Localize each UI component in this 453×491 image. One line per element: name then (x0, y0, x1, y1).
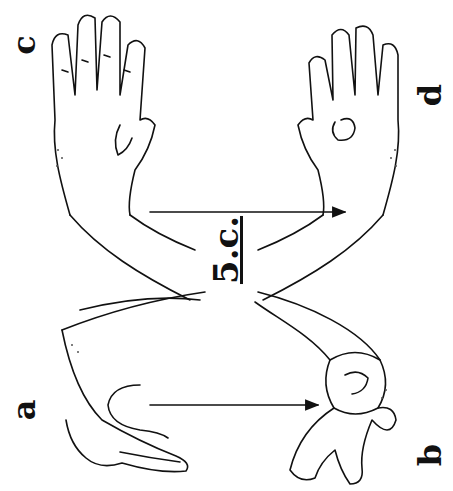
motion-arrow (150, 211, 345, 213)
motion-arrow (150, 404, 318, 406)
hand-outline (298, 26, 399, 215)
figure-number: 5.c. (209, 216, 243, 284)
hand-outline (52, 15, 155, 215)
thumb-detail (115, 125, 132, 155)
hand-d-drawing (258, 26, 399, 300)
forearm-line (263, 215, 383, 300)
panel-letter: d (414, 84, 446, 106)
forearm-line (80, 298, 200, 310)
hand-b-drawing (255, 292, 396, 484)
stipple-dot (71, 344, 73, 346)
forearm-line (130, 215, 195, 250)
forearm-line (258, 215, 323, 250)
thumb-detail (345, 372, 368, 394)
stipple-dot (381, 397, 383, 399)
stipple-dot (395, 165, 397, 167)
panel-letter: b (414, 444, 446, 466)
thumb-curve (108, 385, 168, 438)
stipple-dot (390, 157, 392, 159)
finger-outline (290, 408, 396, 485)
forearm-line (255, 302, 330, 360)
stipple-dot (394, 149, 396, 151)
stipple-dot (385, 389, 387, 391)
hand-c-drawing (52, 15, 195, 300)
forearm-line (62, 292, 205, 330)
curled-finger (333, 119, 355, 141)
panel-letter: a (8, 400, 40, 421)
stipple-dot (77, 351, 79, 353)
hand-a-drawing (62, 292, 205, 472)
finger-line (120, 452, 180, 462)
hand-outline (62, 330, 188, 472)
fist-outline (326, 353, 386, 415)
stipple-dot (56, 165, 58, 167)
forearm-line (258, 292, 380, 360)
stipple-dot (57, 149, 59, 151)
forearm-line (70, 215, 190, 300)
panel-letter: c (8, 35, 40, 54)
stipple-dot (61, 157, 63, 159)
finger-crease (62, 55, 130, 72)
